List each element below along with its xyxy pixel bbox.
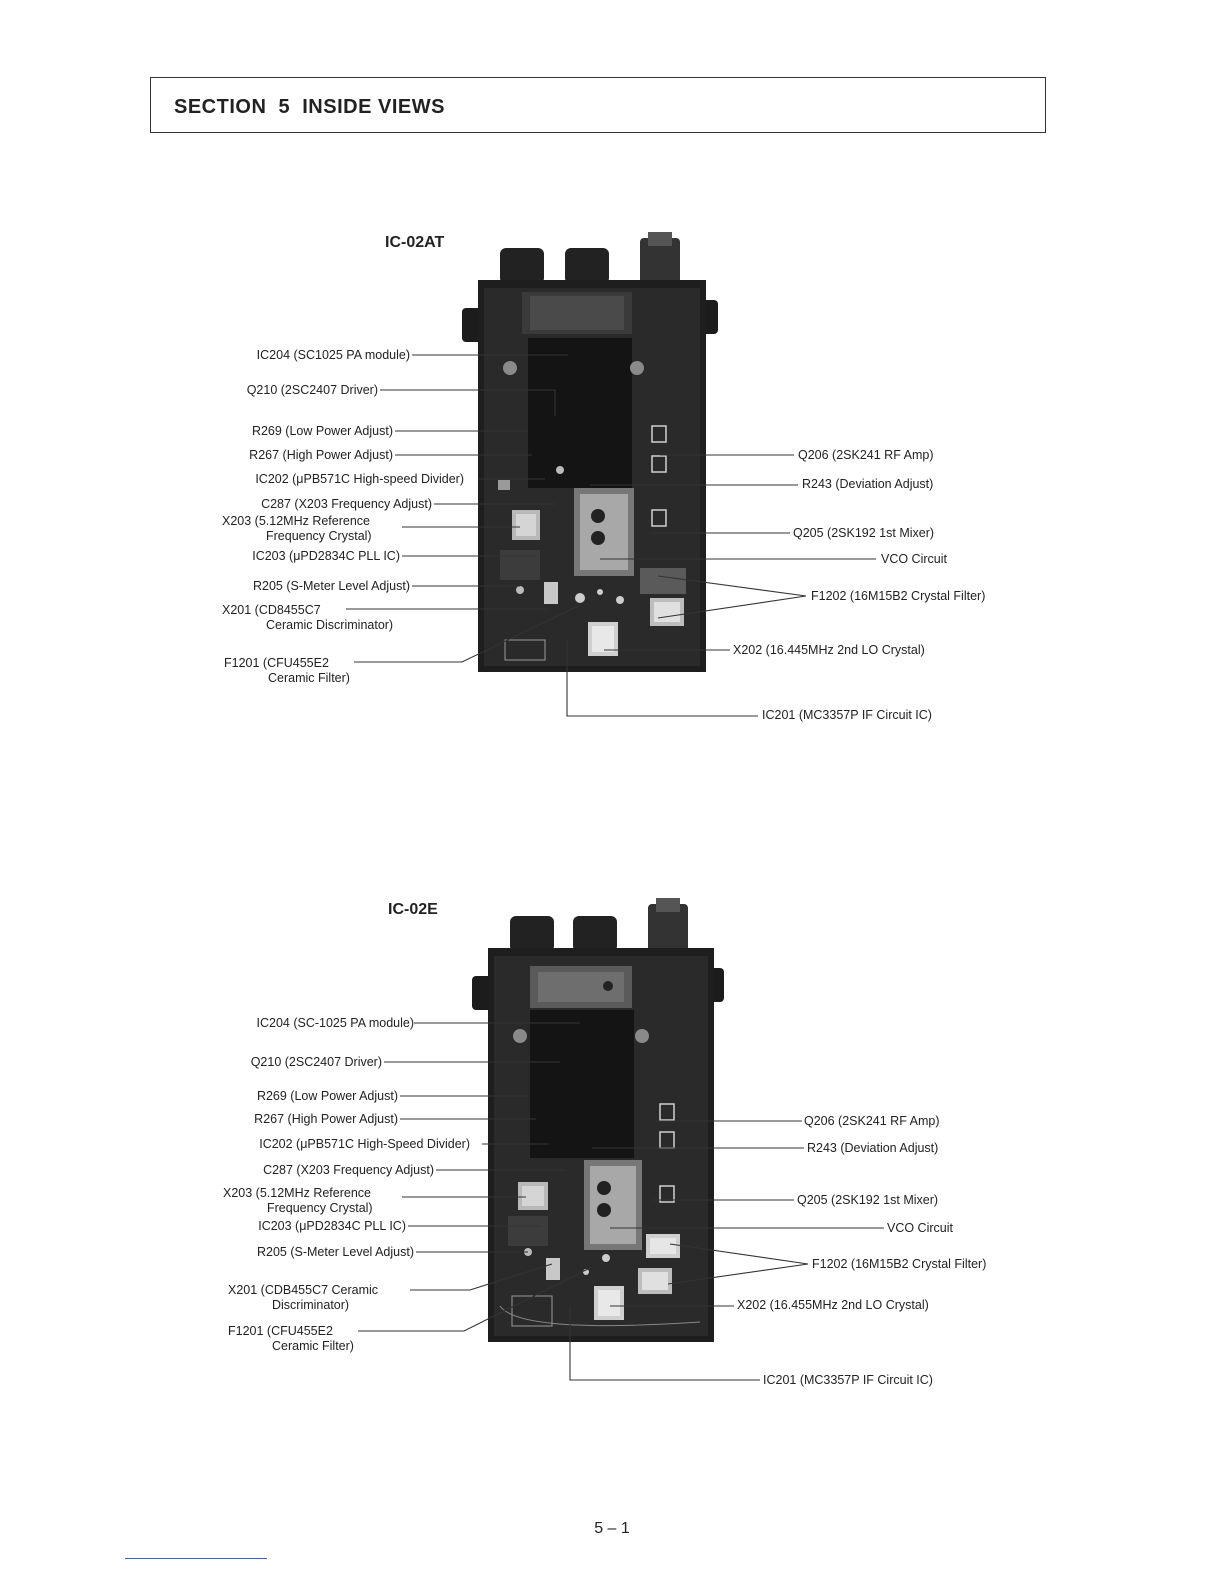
callout-ic202: IC202 (μPB571C High-Speed Divider) [259,1137,470,1151]
callout-x202: X202 (16.445MHz 2nd LO Crystal) [733,643,925,657]
callout-x201-line1: X201 (CDB455C7 Ceramic [228,1283,379,1297]
callout-ic203: IC203 (μPD2834C PLL IC) [252,549,400,563]
callout-r243: R243 (Deviation Adjust) [807,1141,939,1155]
pcb-photo-ic02at [346,232,876,717]
section-title: SECTION 5 INSIDE VIEWS [174,96,445,118]
callout-ic201: IC201 (MC3357P IF Circuit IC) [763,1373,933,1387]
pcb-photo [462,232,718,672]
callout-f1202: F1202 (16M15B2 Crystal Filter) [812,1257,987,1271]
callout-q205: Q205 (2SK192 1st Mixer) [797,1193,939,1207]
callout-r269: R269 (Low Power Adjust) [251,424,393,438]
footer-rule [125,1558,267,1559]
callout-q210: Q210 (2SC2407 Driver) [246,383,378,397]
callout-vco: VCO Circuit [881,552,947,566]
callout-x201: X201 (CDB455C7 Ceramic Discriminator) [228,1283,378,1313]
callout-r243: R243 (Deviation Adjust) [802,477,934,491]
callout-x203-line2: Frequency Crystal) [267,1201,373,1215]
inside-view-ic02at: IC-02AT IC204 (SC1025 PA module) Q210 (2… [0,220,1224,780]
callout-x201-line2: Discriminator) [272,1298,350,1312]
callout-x201-line2: Ceramic Discriminator) [266,618,394,632]
callout-c287: C287 (X203 Frequency Adjust) [263,1163,434,1177]
callout-f1201-line2: Ceramic Filter) [268,671,350,685]
model-title: IC-02E [388,901,438,918]
callout-f1201-line1: F1201 (CFU455E2 [228,1324,333,1338]
callout-q206: Q206 (2SK241 RF Amp) [798,448,934,462]
inside-view-ic02e: IC-02E IC204 (SC-1025 PA module) Q210 (2… [0,886,1224,1446]
callout-f1201: F1201 (CFU455E2 Ceramic Filter) [228,1324,354,1354]
callout-ic204: IC204 (SC1025 PA module) [256,348,410,362]
callout-f1201-line2: Ceramic Filter) [272,1339,354,1353]
leader-lines [346,354,876,717]
callout-f1201: F1201 (CFU455E2 Ceramic Filter) [224,656,350,686]
page-number: 5 – 1 [594,1520,630,1537]
callout-r269: R269 (Low Power Adjust) [256,1089,398,1103]
leader-lines [358,1022,884,1381]
callout-r205: R205 (S-Meter Level Adjust) [252,579,410,593]
section-header: SECTION 5 INSIDE VIEWS [150,77,1046,133]
callout-f1202: F1202 (16M15B2 Crystal Filter) [811,589,986,603]
callout-ic202: IC202 (μPB571C High-speed Divider) [255,472,464,486]
callout-q206: Q206 (2SK241 RF Amp) [804,1114,940,1128]
callout-x201: X201 (CD8455C7 Ceramic Discriminator) [222,603,393,633]
callout-r267: R267 (High Power Adjust) [249,448,393,462]
callout-q205: Q205 (2SK192 1st Mixer) [793,526,935,540]
callout-x203-line2: Frequency Crystal) [266,529,372,543]
callout-x203-line1: X203 (5.12MHz Reference [222,514,370,528]
callout-ic201: IC201 (MC3357P IF Circuit IC) [762,708,932,722]
callout-c287: C287 (X203 Frequency Adjust) [261,497,432,511]
pcb-photo [472,898,724,1342]
callout-x203-line1: X203 (5.12MHz Reference [223,1186,371,1200]
callout-f1201-line1: F1201 (CFU455E2 [224,656,329,670]
callout-r205: R205 (S-Meter Level Adjust) [256,1245,414,1259]
callout-ic203: IC203 (μPD2834C PLL IC) [258,1219,406,1233]
callout-x203: X203 (5.12MHz Reference Frequency Crysta… [223,1186,373,1216]
model-title: IC-02AT [385,234,445,251]
callout-q210: Q210 (2SC2407 Driver) [250,1055,382,1069]
callout-x201-line1: X201 (CD8455C7 [222,603,321,617]
callout-x203: X203 (5.12MHz Reference Frequency Crysta… [222,514,372,544]
callout-x202: X202 (16.455MHz 2nd LO Crystal) [737,1298,929,1312]
callout-r267: R267 (High Power Adjust) [254,1112,398,1126]
pcb-photo-ic02e [358,898,884,1381]
callout-ic204: IC204 (SC-1025 PA module) [256,1016,415,1030]
callout-vco: VCO Circuit [887,1221,953,1235]
